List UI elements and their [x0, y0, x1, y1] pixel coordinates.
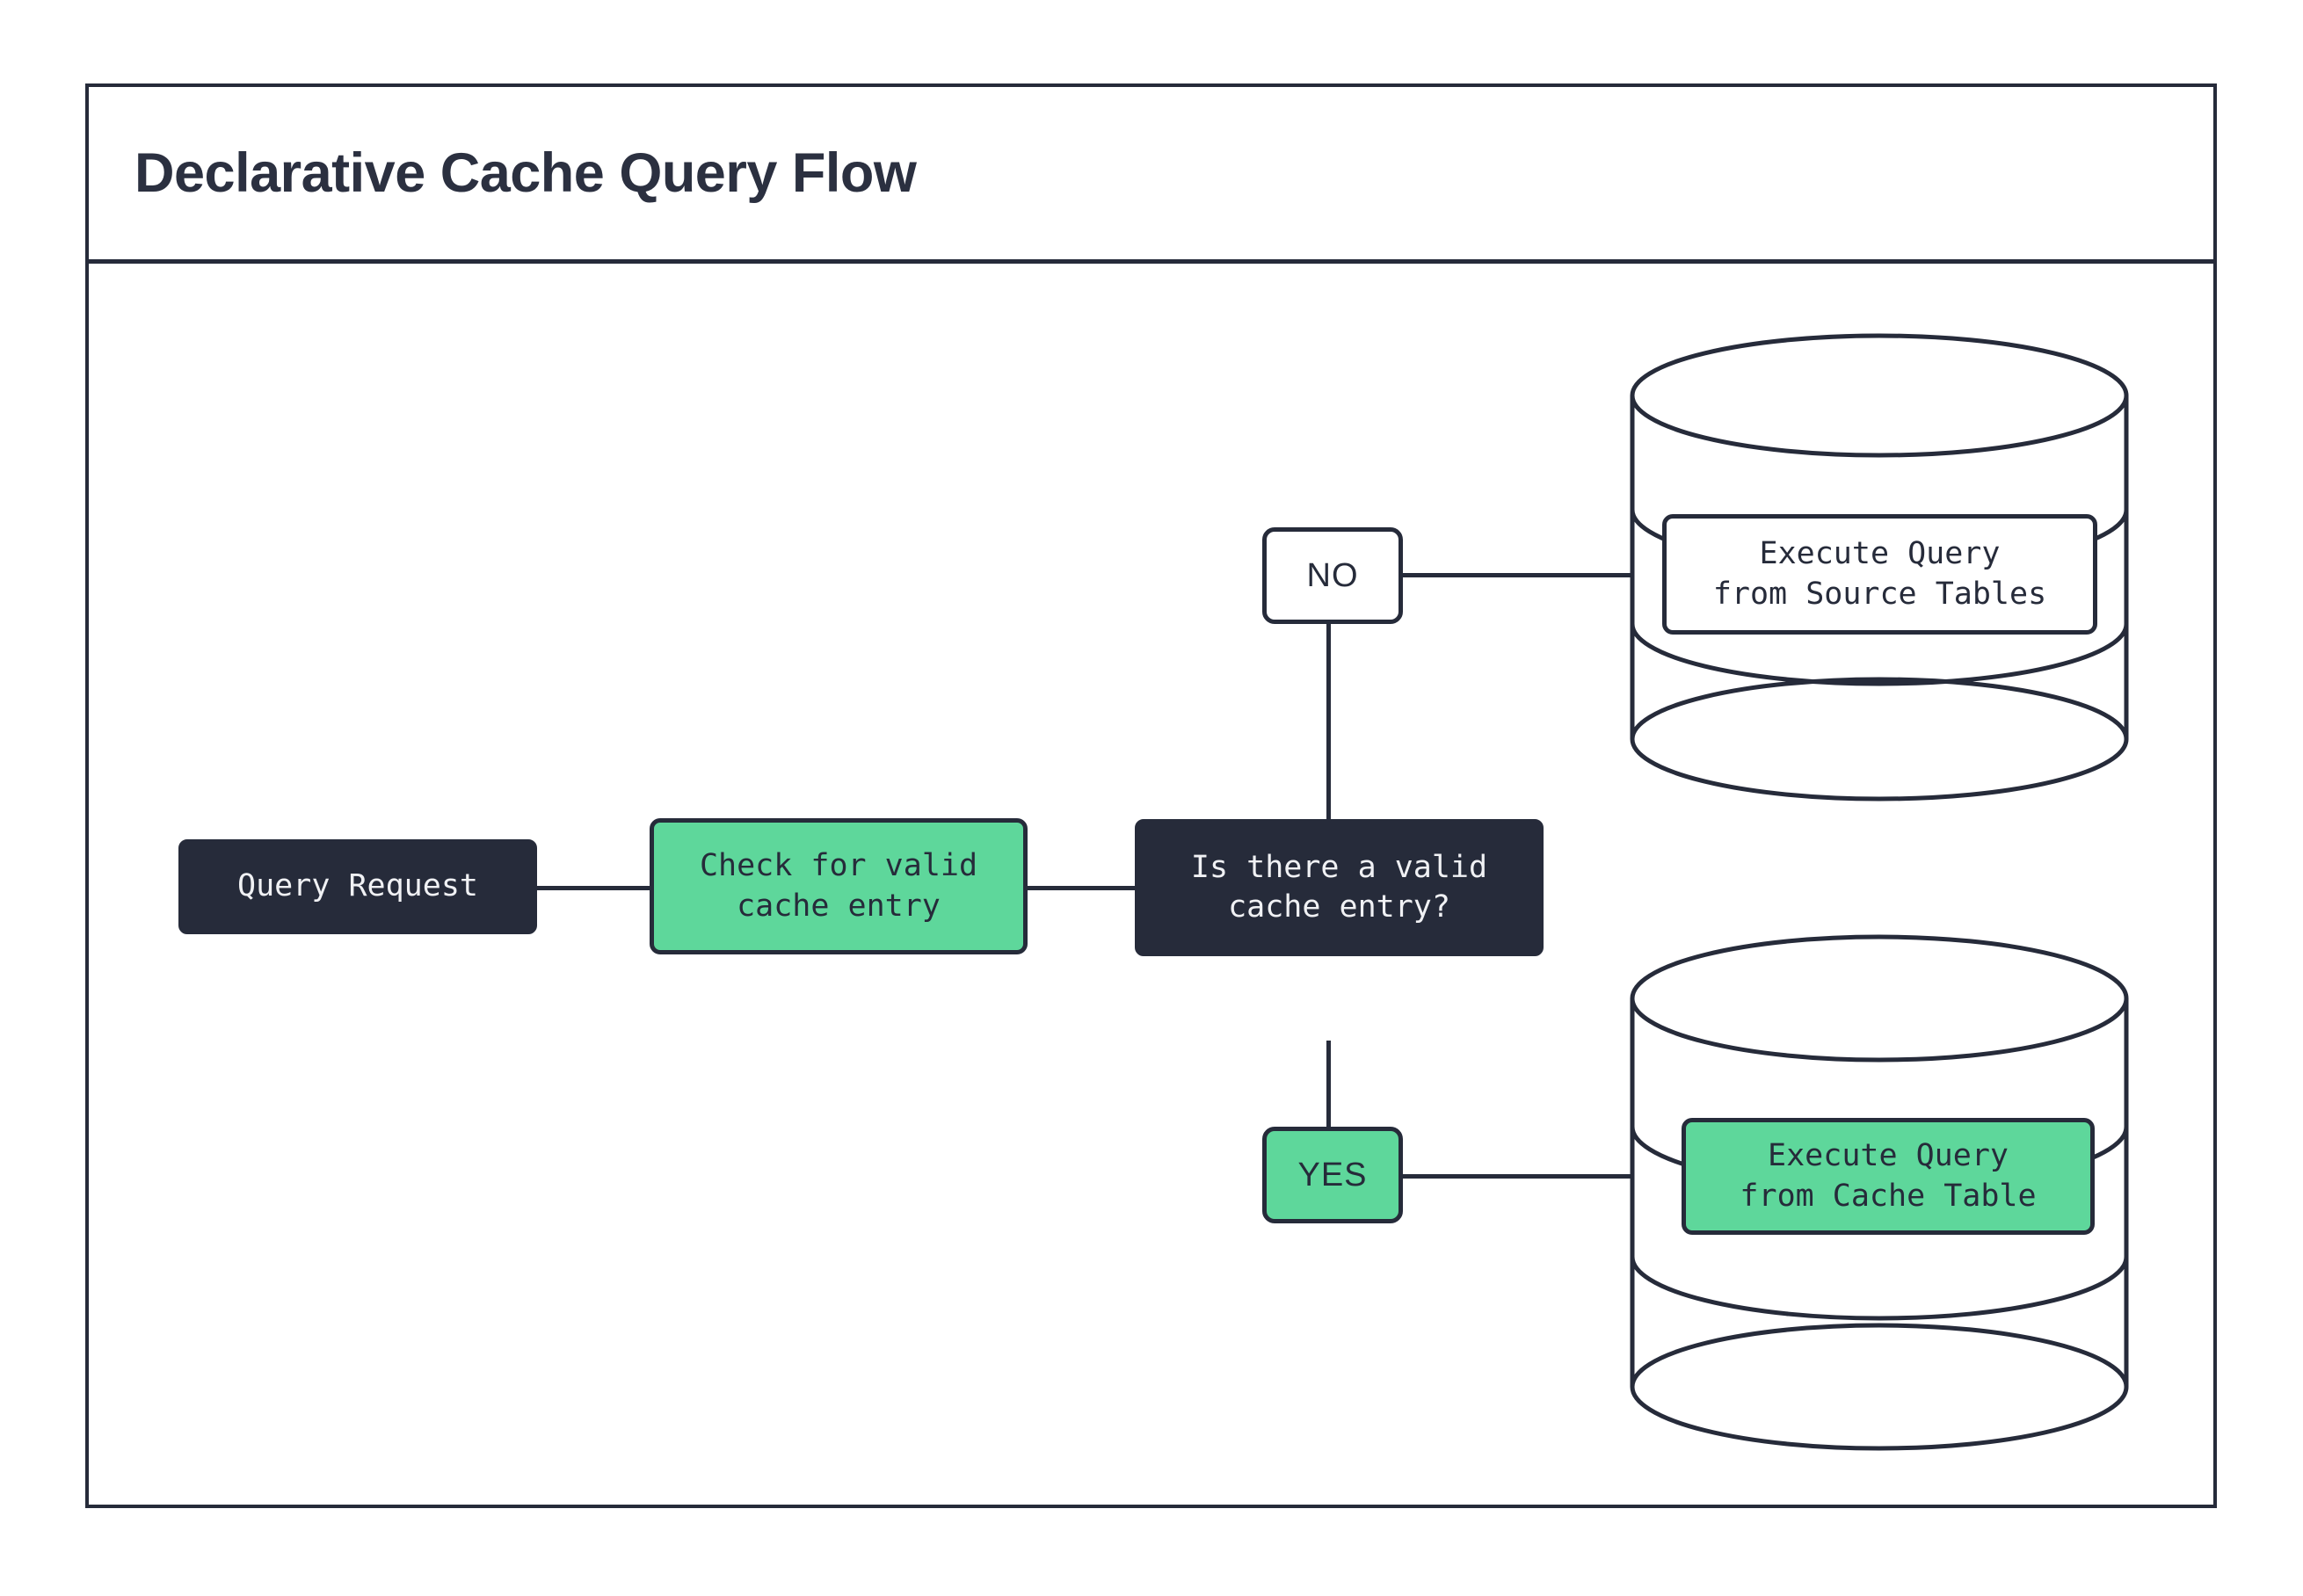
node-check-cache-label: Check for valid cache entry [699, 848, 978, 924]
page-title: Declarative Cache Query Flow [134, 142, 917, 204]
node-query-request-label: Query Request [237, 868, 478, 904]
cache-table-db-cylinder [1629, 933, 2130, 1452]
edge-label-no-text: NO [1306, 556, 1359, 594]
node-decision-valid-cache-label: Is there a valid cache entry? [1190, 849, 1488, 925]
edge-label-yes-text: YES [1297, 1156, 1368, 1193]
node-execute-cache-label: Execute Query from Cache Table [1740, 1138, 2037, 1214]
diagram-frame: Declarative Cache Query Flow [85, 83, 2217, 1508]
node-execute-source[interactable]: Execute Query from Source Tables [1662, 514, 2097, 635]
node-execute-cache[interactable]: Execute Query from Cache Table [1682, 1118, 2095, 1235]
node-query-request[interactable]: Query Request [178, 839, 537, 934]
edge-decision-to-no [1326, 624, 1331, 822]
edge-label-no[interactable]: NO [1262, 527, 1403, 624]
node-execute-source-label: Execute Query from Source Tables [1712, 536, 2047, 612]
diagram-header: Declarative Cache Query Flow [89, 87, 2213, 264]
edge-check-cache-to-decision [1025, 886, 1139, 890]
edge-label-yes[interactable]: YES [1262, 1127, 1403, 1223]
diagram-canvas: Execute Query from Source Tables Execute… [89, 264, 2213, 1505]
edge-query-request-to-check-cache [535, 886, 654, 890]
edge-yes-to-execute-cache [1401, 1174, 1631, 1179]
edge-no-to-execute-source [1401, 573, 1631, 577]
node-decision-valid-cache[interactable]: Is there a valid cache entry? [1135, 819, 1544, 956]
node-check-cache[interactable]: Check for valid cache entry [650, 818, 1028, 954]
